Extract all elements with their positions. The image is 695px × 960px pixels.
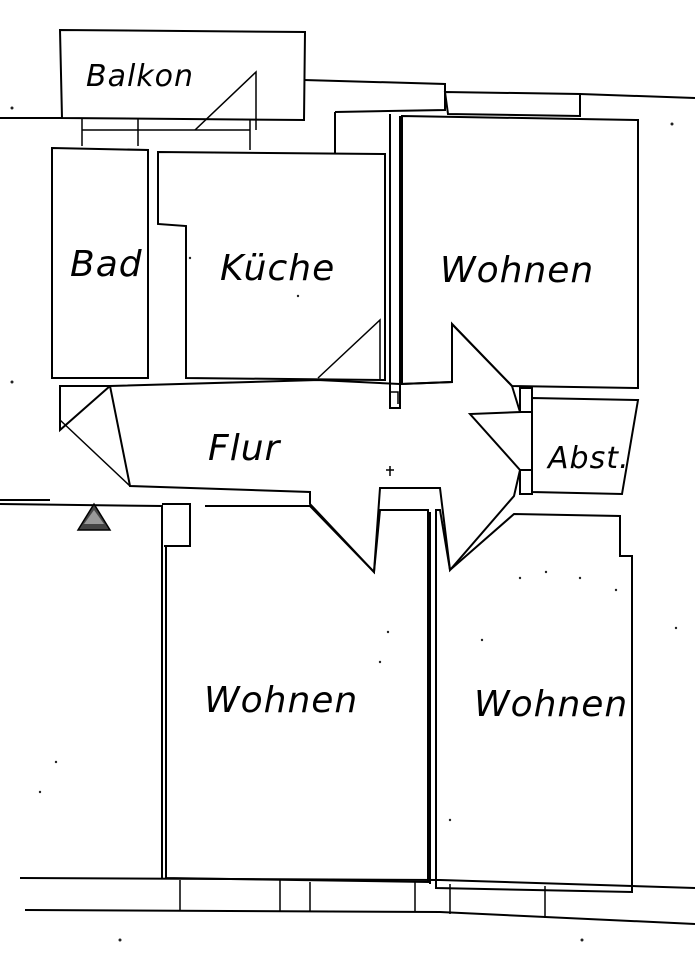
abst-label: Abst. xyxy=(546,441,630,476)
wohnen-bottom-right-label: Wohnen xyxy=(474,684,628,725)
wohnen-top-label: Wohnen xyxy=(440,250,594,291)
room-wohnen-bottom-right xyxy=(429,509,633,894)
outer-walls xyxy=(0,79,695,925)
balcony xyxy=(58,28,307,131)
room-wohnen-bottom-left xyxy=(0,503,429,884)
warning-triangle-icon xyxy=(76,502,112,531)
flur-label: Flur xyxy=(208,428,282,469)
wohnen-bottom-left-label: Wohnen xyxy=(204,680,358,721)
balkon-label: Balkon xyxy=(86,59,194,94)
room-flur xyxy=(59,321,522,575)
room-kueche xyxy=(157,150,386,382)
room-bad xyxy=(51,146,149,379)
room-abst xyxy=(519,387,640,496)
scan-dots xyxy=(10,106,678,942)
door-marks xyxy=(386,391,399,476)
bad-label: Bad xyxy=(70,244,143,285)
kueche-label: Küche xyxy=(220,248,335,289)
